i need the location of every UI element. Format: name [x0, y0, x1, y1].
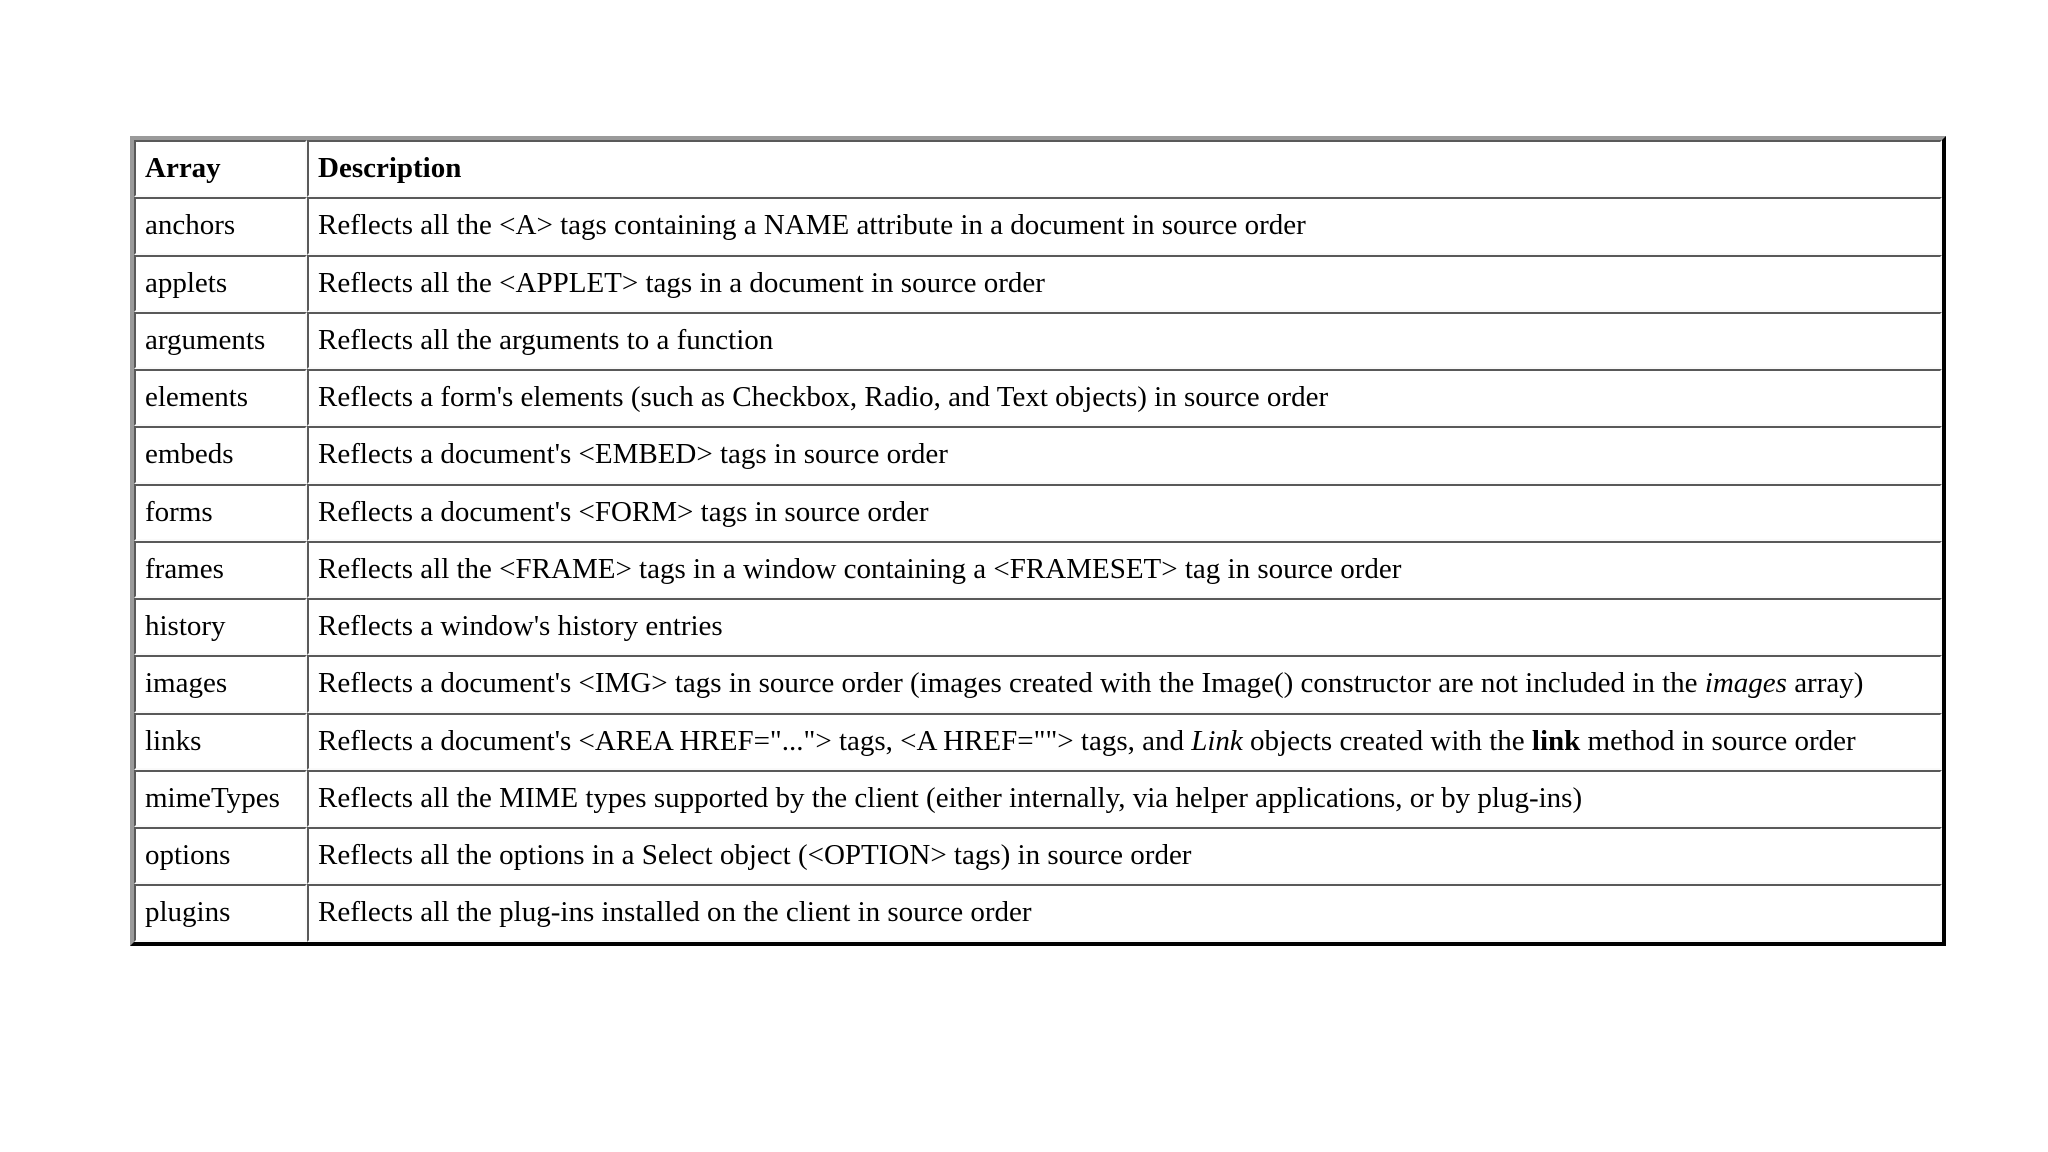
table-header-row: Array Description — [134, 140, 1942, 198]
cell-array-description: Reflects a window's history entries — [307, 598, 1942, 656]
cell-array-name: anchors — [134, 197, 307, 255]
cell-array-name: forms — [134, 483, 307, 541]
description-text-run: Link — [1191, 724, 1243, 757]
cell-array-name: arguments — [134, 311, 307, 370]
cell-array-name: options — [134, 827, 307, 885]
description-text-run: Reflects a document's <AREA HREF="..."> … — [318, 724, 1192, 757]
cell-array-description: Reflects all the <A> tags containing a N… — [307, 197, 1942, 255]
cell-array-description: Reflects all the plug-ins installed on t… — [307, 884, 1942, 942]
cell-array-name: images — [134, 655, 307, 713]
cell-array-description: Reflects a document's <FORM> tags in sou… — [307, 483, 1942, 541]
cell-array-description: Reflects all the arguments to a function — [307, 311, 1942, 370]
description-text-run: objects created with the — [1242, 724, 1532, 757]
cell-array-description: Reflects a document's <EMBED> tags in so… — [307, 426, 1942, 484]
column-header-array: Array — [134, 140, 307, 198]
cell-array-name: history — [134, 598, 307, 656]
description-text-run: method in source order — [1580, 724, 1856, 757]
cell-array-description: Reflects all the <FRAME> tags in a windo… — [307, 540, 1942, 599]
description-text-run: array) — [1786, 667, 1864, 700]
cell-array-name: applets — [134, 254, 307, 312]
description-text-run: link — [1531, 724, 1581, 757]
cell-array-description: Reflects a form's elements (such as Chec… — [307, 369, 1942, 427]
cell-array-description: Reflects all the options in a Select obj… — [307, 827, 1942, 885]
cell-array-description: Reflects all the <APPLET> tags in a docu… — [307, 254, 1942, 312]
column-header-description: Description — [307, 140, 1942, 198]
table-header: Array Description — [134, 140, 1942, 198]
cell-array-name: links — [134, 712, 307, 770]
cell-array-name: embeds — [134, 426, 307, 484]
table-row: links Reflects a document's <AREA HREF=".… — [134, 712, 1942, 770]
description-text-run: images — [1704, 667, 1787, 700]
cell-array-name: mimeTypes — [134, 769, 307, 828]
cell-array-name: elements — [134, 369, 307, 427]
cell-array-name: plugins — [134, 884, 307, 942]
cell-array-description: Reflects all the MIME types supported by… — [307, 769, 1942, 828]
cell-array-name: frames — [134, 540, 307, 599]
cell-array-description: Reflects a document's <AREA HREF="..."> … — [307, 712, 1942, 770]
description-text-run: Reflects a document's <IMG> tags in sour… — [318, 667, 1705, 700]
cell-array-description: Reflects a document's <IMG> tags in sour… — [307, 655, 1942, 713]
